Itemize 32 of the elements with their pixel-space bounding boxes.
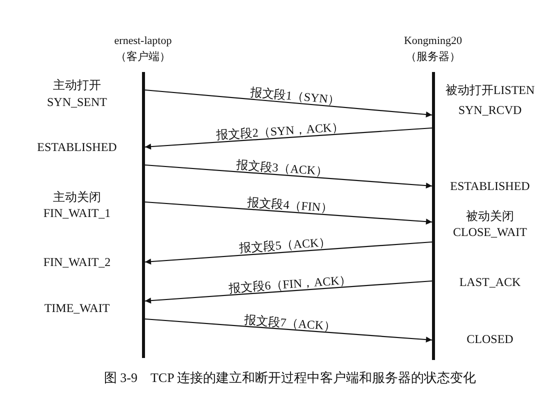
- edge-label: 报文段5（ACK）: [238, 234, 332, 256]
- arrow: [144, 201, 432, 225]
- role-label: （服务器）: [406, 50, 460, 64]
- arrow: [144, 318, 432, 343]
- state-label: SYN_RCVD: [458, 103, 522, 117]
- arrow: [144, 127, 432, 150]
- state-label: TIME_WAIT: [44, 301, 110, 315]
- edge-label: 报文段3（ACK）: [236, 158, 328, 178]
- arrow: [144, 241, 432, 265]
- arrow: [144, 89, 432, 118]
- arrow: [144, 280, 432, 304]
- state-label: ESTABLISHED: [37, 140, 117, 154]
- caption: 图 3-9 TCP 连接的建立和断开过程中客户端和服务器的状态变化: [104, 371, 476, 385]
- edge-label: 报文段7（ACK）: [244, 312, 336, 334]
- state-label: 被动关闭: [466, 209, 514, 223]
- state-label: 主动打开: [53, 78, 101, 92]
- arrow: [144, 164, 432, 189]
- state-label: 主动关闭: [53, 190, 101, 204]
- state-label: FIN_WAIT_2: [43, 255, 111, 269]
- edge-label: 报文段1（SYN）: [250, 85, 340, 107]
- state-label: ESTABLISHED: [450, 179, 530, 193]
- edge-label: 报文段4（FIN）: [246, 195, 334, 215]
- role-label: （客户端）: [116, 50, 170, 64]
- edge-label: 报文段2（SYN，ACK）: [216, 120, 344, 142]
- state-label: CLOSE_WAIT: [453, 225, 527, 239]
- edge-label: 报文段6（FIN，ACK）: [228, 272, 352, 296]
- state-label: CLOSED: [466, 332, 514, 346]
- host-name: ernest-laptop: [114, 34, 172, 48]
- host-name: Kongming20: [404, 34, 462, 48]
- state-label: LAST_ACK: [459, 275, 521, 289]
- state-label: SYN_SENT: [47, 95, 107, 109]
- state-label: FIN_WAIT_1: [43, 206, 111, 220]
